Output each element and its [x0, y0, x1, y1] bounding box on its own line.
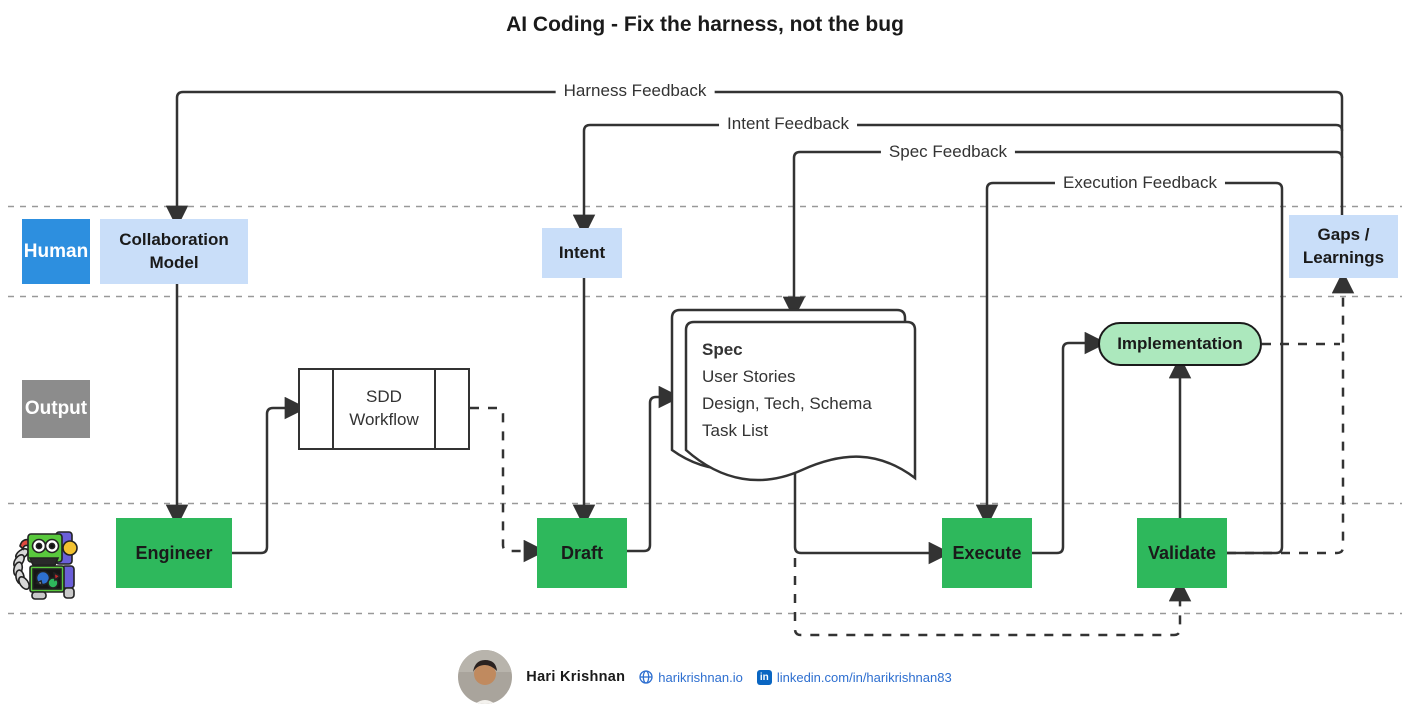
spec-title: Spec — [702, 340, 743, 359]
linkedin-link[interactable]: in linkedin.com/in/harikrishnan83 — [756, 669, 952, 685]
page-title: AI Coding - Fix the harness, not the bug — [506, 13, 904, 36]
robot-icon — [12, 531, 78, 600]
node-validate: Validate — [1137, 518, 1227, 588]
edge-intent-feedback — [572, 123, 1344, 238]
node-spec-text: Spec User Stories Design, Tech, Schema T… — [702, 336, 907, 444]
edge-spec-to-execute — [793, 473, 952, 565]
node-implementation: Implementation — [1098, 322, 1262, 366]
edge-harness-feedback — [165, 90, 1344, 229]
website-url: harikrishnan.io — [658, 669, 743, 685]
linkedin-url: linkedin.com/in/harikrishnan83 — [776, 669, 952, 685]
footer: Hari Krishnan harikrishnan.io in linkedi… — [0, 650, 1410, 704]
intent-feedback-label: Intent Feedback — [719, 113, 857, 135]
node-gaps-learnings: Gaps / Learnings — [1289, 215, 1398, 278]
sdd-left-bar — [332, 370, 334, 448]
node-engineer: Engineer — [116, 518, 232, 588]
edge-draft-to-spec — [627, 385, 682, 553]
node-draft: Draft — [537, 518, 627, 588]
node-execute: Execute — [942, 518, 1032, 588]
edge-engineer-to-sdd — [232, 396, 308, 555]
node-sdd-workflow: SDD Workflow — [298, 368, 470, 450]
spec-feedback-label: Spec Feedback — [880, 141, 1016, 163]
spec-line-task-list: Task List — [702, 421, 769, 440]
edge-sdd-to-draft — [470, 406, 547, 563]
node-intent: Intent — [542, 228, 622, 278]
spec-line-design: Design, Tech, Schema — [702, 394, 872, 413]
avatar — [458, 650, 513, 704]
harness-feedback-label: Harness Feedback — [555, 80, 715, 102]
edge-execution-feedback — [975, 181, 1284, 555]
node-collaboration-model: Collaboration Model — [100, 219, 248, 284]
linkedin-icon: in — [756, 669, 772, 685]
lane-label-output: Output — [22, 380, 90, 438]
author-name: Hari Krishnan — [526, 669, 626, 685]
spec-line-user-stories: User Stories — [702, 367, 796, 386]
website-link[interactable]: harikrishnan.io — [639, 670, 743, 685]
lane-label-human: Human — [22, 219, 90, 284]
edge-execute-to-implementation — [1032, 331, 1108, 555]
sdd-right-bar — [434, 370, 436, 448]
execution-feedback-label: Execution Feedback — [1054, 172, 1226, 194]
globe-icon — [639, 670, 653, 684]
sdd-workflow-label: SDD Workflow — [349, 387, 419, 429]
